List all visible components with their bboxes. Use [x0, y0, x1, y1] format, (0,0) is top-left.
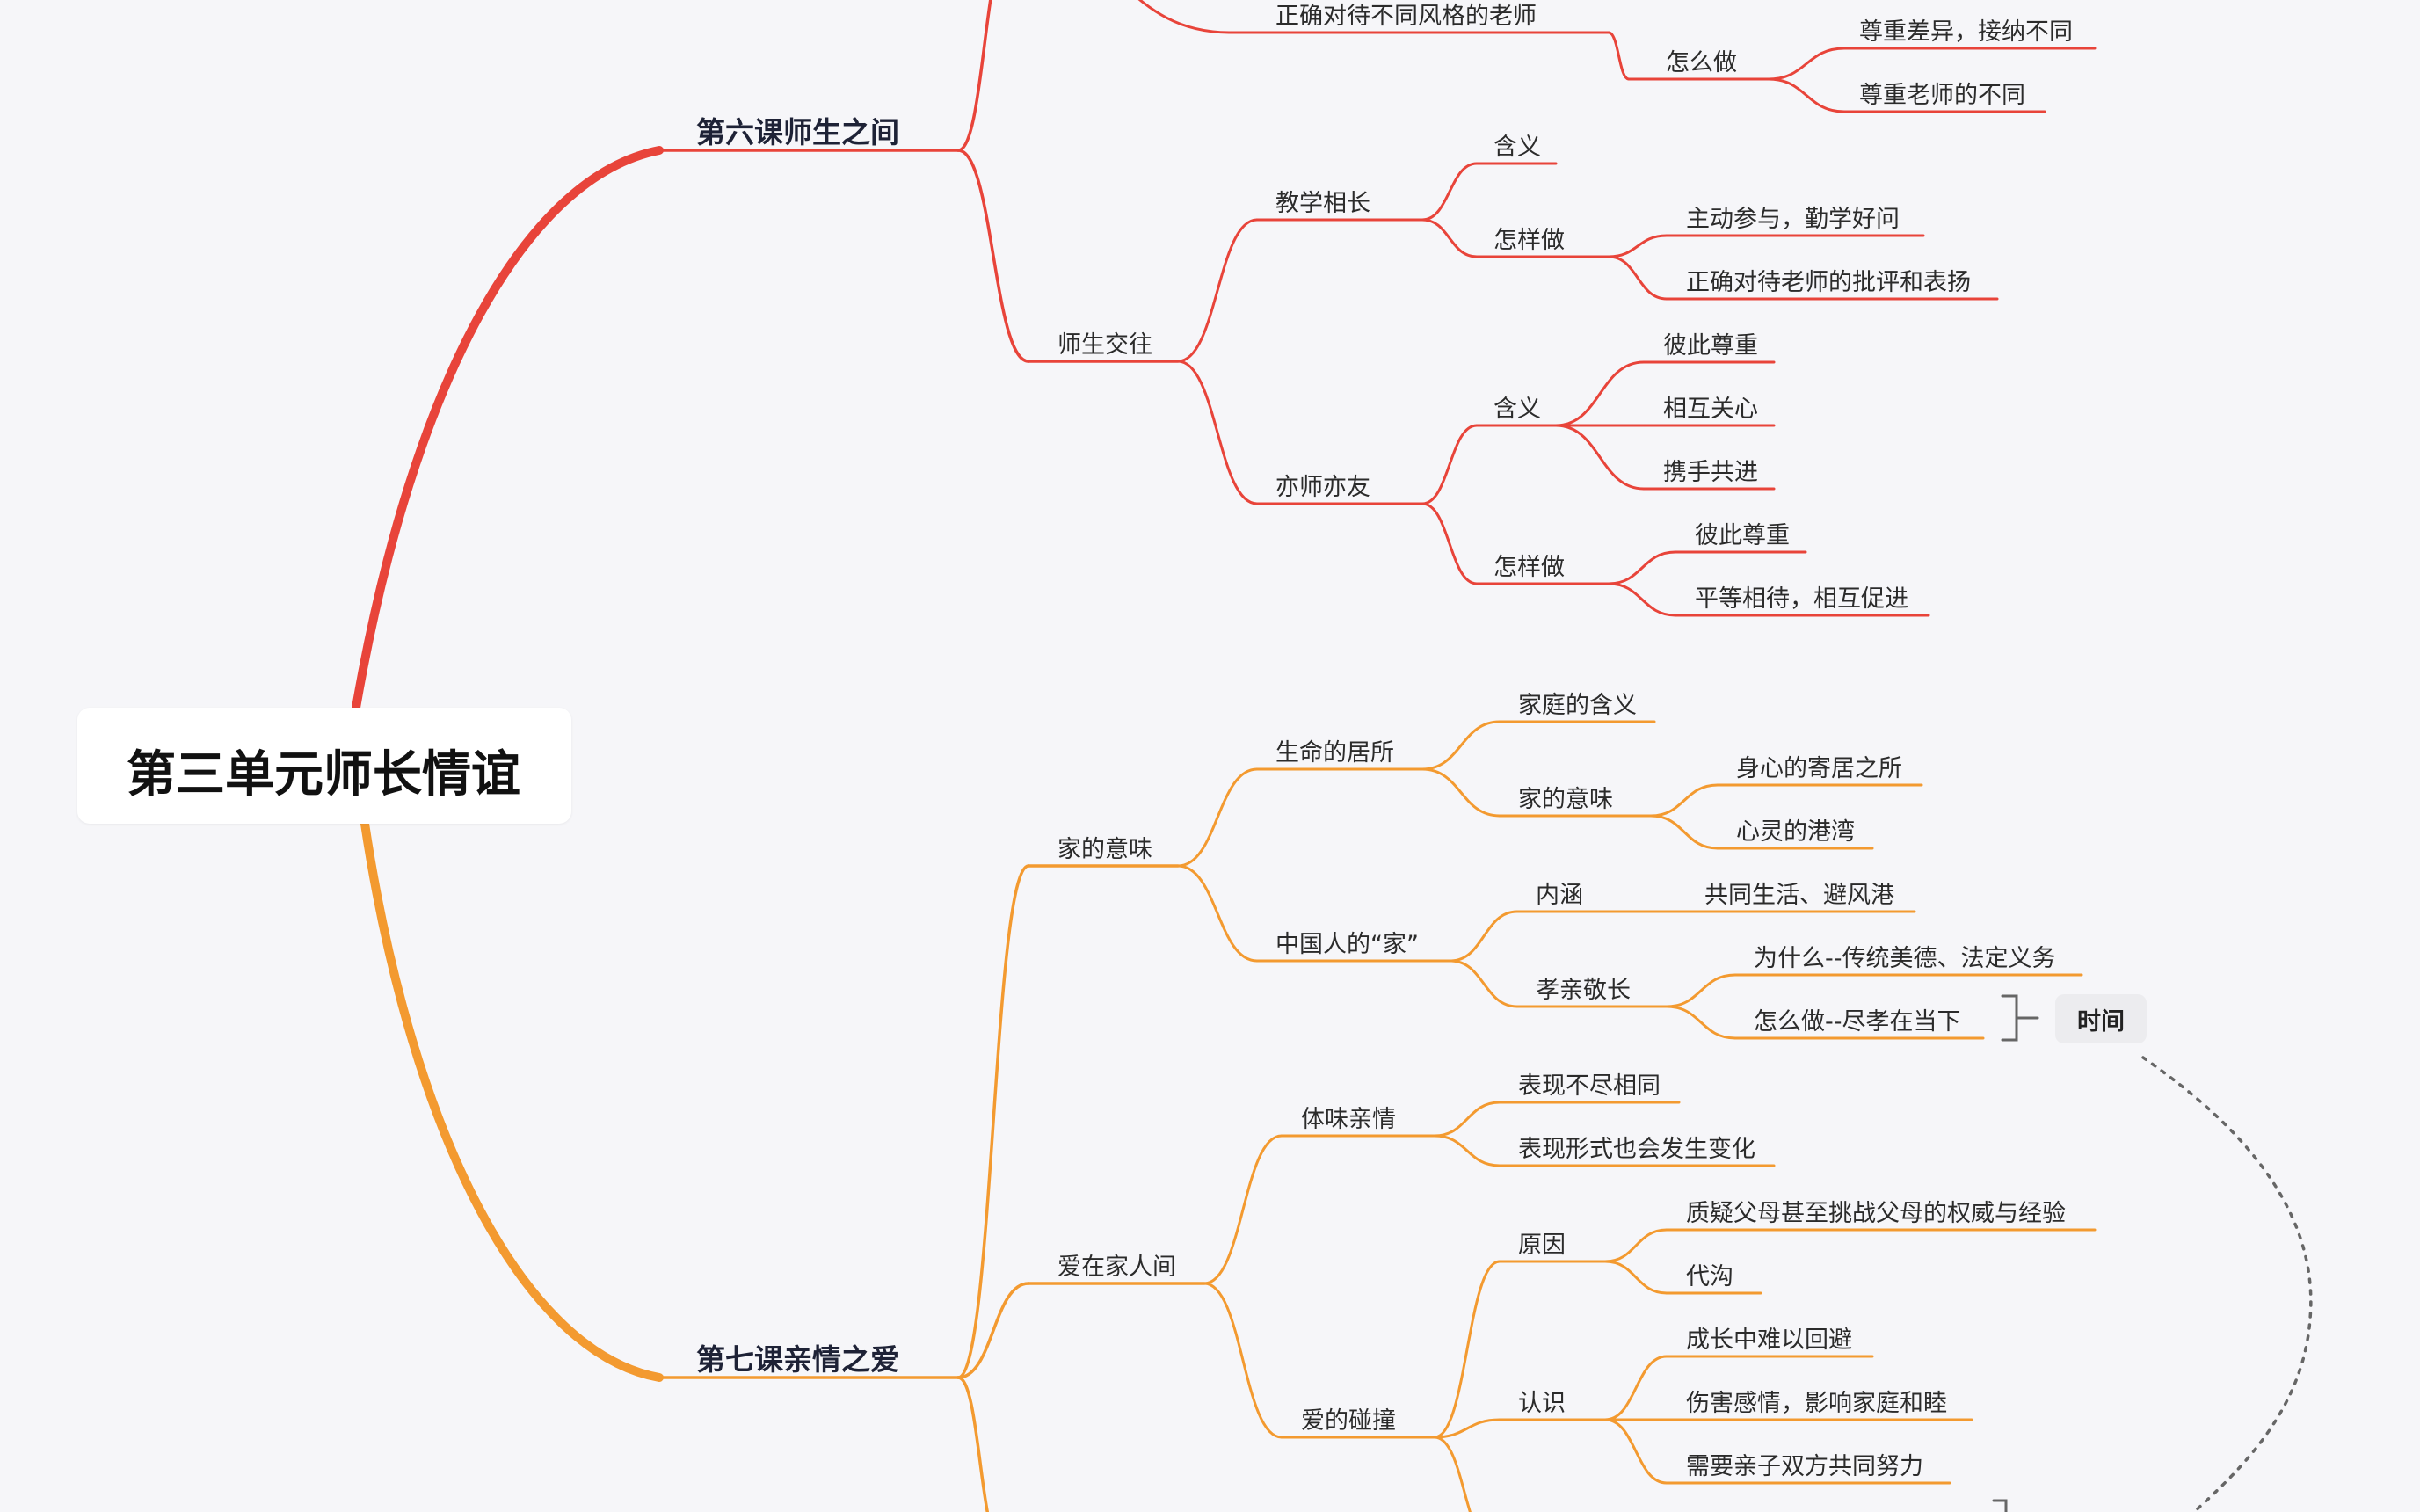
node-connector [1767, 77, 1846, 113]
node-l7a1a[interactable]: 家庭的含义 [1518, 692, 1637, 719]
node-connector [1449, 910, 1519, 963]
node-connector [1433, 1260, 1501, 1439]
node-connector [1421, 767, 1501, 818]
node-l7a2b1[interactable]: 为什么--传统美德、法定义务 [1754, 945, 2056, 972]
node-l6b1b2[interactable]: 正确对待老师的批评和表扬 [1686, 269, 1971, 296]
node-l7a[interactable]: 家的意味 [1057, 836, 1152, 863]
node-connector [1767, 47, 1846, 81]
node-l7[interactable]: 第七课亲情之爱 [696, 1342, 899, 1377]
node-connector [1607, 255, 1668, 301]
node-l7a1b[interactable]: 家的意味 [1518, 786, 1613, 813]
node-l6b2b1[interactable]: 彼此尊重 [1695, 522, 1790, 549]
node-l7a2a1[interactable]: 共同生活、避风港 [1704, 882, 1894, 909]
branch-curve-unit6 [352, 146, 664, 712]
node-connector [1554, 424, 1646, 491]
node-l6b2a3[interactable]: 携手共进 [1663, 459, 1758, 486]
node-connector [1665, 1005, 1737, 1040]
node-l6b2a[interactable]: 含义 [1493, 396, 1541, 423]
summary-bracket-lower [1992, 1499, 2008, 1512]
node-l6b1a[interactable]: 含义 [1493, 134, 1541, 161]
node-connector [1433, 1134, 1501, 1167]
node-l6b2a1[interactable]: 彼此尊重 [1663, 332, 1758, 360]
node-l7b2b[interactable]: 认识 [1518, 1390, 1566, 1417]
root-node[interactable] [77, 708, 571, 824]
node-l7a2b2[interactable]: 怎么做--尽孝在当下 [1754, 1008, 1961, 1036]
node-l6a1b[interactable]: 怎么做 [1666, 49, 1737, 76]
node-l7b2a[interactable]: 原因 [1518, 1232, 1566, 1259]
node-l7a1b1[interactable]: 身心的寄居之所 [1736, 755, 1902, 782]
node-l6b1[interactable]: 教学相长 [1275, 190, 1370, 217]
summary-bracket [2001, 994, 2039, 1042]
node-connector [1176, 767, 1259, 868]
node-connector [1665, 973, 1737, 1008]
node-connector [1137, 0, 1232, 34]
node-connector [1421, 424, 1479, 505]
node-l7b2a1[interactable]: 质疑父母甚至挑战父母的权威与经验 [1686, 1200, 2066, 1227]
node-l6a1b2[interactable]: 尊重老师的不同 [1859, 82, 2025, 109]
node-connector [1433, 1436, 1472, 1512]
node-l6[interactable]: 第六课师生之间 [696, 115, 899, 149]
node-l7b2b2[interactable]: 伤害感情，影响家庭和睦 [1686, 1390, 1947, 1417]
node-l7b2[interactable]: 爱的碰撞 [1301, 1407, 1396, 1435]
node-l6b2b2[interactable]: 平等相待，相互促进 [1695, 585, 1908, 613]
node-l7a1[interactable]: 生命的居所 [1275, 739, 1394, 767]
node-l7b1[interactable]: 体味亲情 [1301, 1106, 1396, 1133]
node-connector [1421, 502, 1479, 585]
node-l7b2a2[interactable]: 代沟 [1686, 1263, 1733, 1290]
node-l6b[interactable]: 师生交往 [1057, 331, 1152, 359]
node-connector [1603, 1418, 1668, 1485]
node-l7a2a[interactable]: 内涵 [1536, 882, 1583, 909]
node-l7a2[interactable]: 中国人的“家” [1275, 931, 1419, 958]
branch-curve-unit7 [360, 819, 664, 1382]
node-connector [956, 1376, 990, 1512]
node-l6b1b[interactable]: 怎样做 [1493, 227, 1565, 254]
node-l7a1b2[interactable]: 心灵的港湾 [1736, 818, 1855, 846]
node-connector [1176, 864, 1259, 963]
node-connector [956, 149, 1030, 363]
node-connector [956, 1282, 1030, 1379]
node-connector [1649, 814, 1719, 850]
node-l7b1a[interactable]: 表现不尽相同 [1518, 1072, 1661, 1100]
node-connector [1603, 1355, 1668, 1421]
node-connector [1607, 31, 1631, 81]
node-connector [1203, 1134, 1283, 1285]
node-connector [956, 864, 1030, 1379]
node-l7a2b[interactable]: 孝亲敬长 [1536, 977, 1631, 1004]
node-connector [1607, 234, 1668, 258]
node-connector [956, 0, 992, 152]
relationship-line [2141, 1056, 2313, 1512]
node-l6a1b1[interactable]: 尊重差异，接纳不同 [1859, 18, 2073, 46]
node-l6b2b[interactable]: 怎样做 [1493, 554, 1565, 581]
node-connector [1449, 959, 1519, 1008]
node-connector [1554, 360, 1646, 427]
node-l7b1b[interactable]: 表现形式也会发生变化 [1518, 1136, 1755, 1163]
node-connector [1421, 218, 1479, 258]
node-connector [1649, 783, 1719, 818]
node-l6b2[interactable]: 亦师亦友 [1275, 474, 1370, 501]
node-connector [1433, 1101, 1501, 1138]
node-connector [1176, 218, 1259, 363]
node-l6a1[interactable]: 正确对待不同风格的老师 [1275, 3, 1537, 30]
node-l6b1b1[interactable]: 主动参与，勤学好问 [1686, 206, 1900, 233]
summary-tag[interactable]: 时间 [2055, 994, 2147, 1043]
node-connector [1421, 720, 1501, 771]
root-node-label: 第三单元师长情谊 [127, 746, 520, 803]
node-l7b2b1[interactable]: 成长中难以回避 [1686, 1327, 1852, 1354]
node-connector [1433, 1418, 1501, 1439]
node-connector [1421, 162, 1479, 222]
node-l6b2a2[interactable]: 相互关心 [1663, 396, 1758, 423]
node-connector [1607, 550, 1677, 585]
node-connector [1603, 1228, 1668, 1263]
node-connector [1603, 1260, 1668, 1295]
node-l7b2b3[interactable]: 需要亲子双方共同努力 [1686, 1453, 1923, 1480]
node-connector [1607, 582, 1677, 617]
node-connector [1176, 360, 1259, 505]
node-connector [1203, 1282, 1283, 1439]
node-l7b[interactable]: 爱在家人间 [1057, 1254, 1176, 1281]
